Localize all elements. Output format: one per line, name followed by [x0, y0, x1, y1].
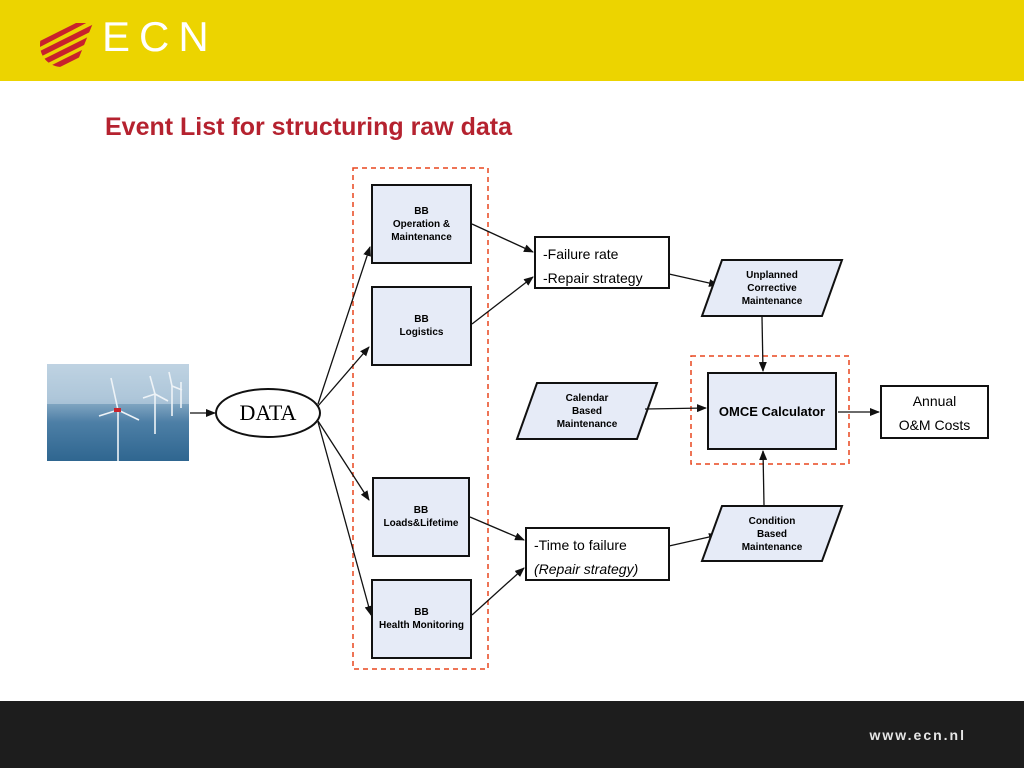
maintenance-label-line: Based: [756, 528, 787, 540]
calendar-based-shape: [515, 382, 659, 440]
maintenance-label-line: Calendar: [565, 392, 609, 404]
bb-label-line: Maintenance: [391, 231, 452, 243]
maintenance-label-line: Maintenance: [741, 541, 803, 553]
calculator-group: [690, 355, 850, 465]
data-node-ellipse: [215, 388, 321, 438]
arrow-data-bb1: [317, 246, 371, 405]
arrow-data-bb4: [317, 421, 373, 616]
annual-om-costs: Annual O&M Costs: [880, 385, 989, 439]
arrow-unplanned-calculator: [758, 316, 767, 372]
info-line: -Repair strategy: [543, 270, 643, 286]
bb-label-line: Health Monitoring: [379, 620, 464, 631]
ecn-logo-mark: [40, 23, 93, 67]
wind-farm-photo: [47, 364, 189, 461]
arrow-bb1-info-top: [471, 223, 534, 253]
condition-based-maintenance: Condition Based Maintenance: [722, 508, 822, 560]
footer-bar: www.ecn.nl: [0, 701, 1024, 768]
arrow-calendar-calculator: [644, 404, 707, 413]
info-line: -Time to failure: [534, 537, 627, 553]
bb-label-line: Logistics: [399, 327, 444, 338]
bb-label-line: Loads&Lifetime: [383, 518, 459, 529]
bb-operation-maintenance: BB Operation & Maintenance: [371, 184, 472, 264]
arrow-info-top-unplanned: [668, 273, 719, 287]
bb-label-line: BB: [414, 314, 429, 325]
maintenance-label-line: Maintenance: [556, 418, 618, 430]
maintenance-label-line: Condition: [748, 515, 796, 527]
arrow-bb3-info-bottom: [469, 516, 525, 541]
bb-label-line: BB: [413, 505, 429, 516]
ecn-logo-text: ECN: [102, 13, 218, 60]
maintenance-label-line: Corrective: [747, 282, 797, 294]
info-box-time-to-failure: -Time to failure (Repair strategy): [525, 527, 670, 581]
omce-calculator: OMCE Calculator: [707, 372, 837, 450]
arrow-bb2-info-top: [471, 276, 534, 325]
bb-health-monitoring: BB Health Monitoring: [371, 579, 472, 659]
condition-based-shape: [700, 505, 844, 562]
unplanned-corrective-shape: [700, 259, 844, 317]
bb-label-line: Operation &: [392, 218, 451, 230]
arrow-data-bb3: [317, 420, 370, 501]
bb-loads-lifetime: BB Loads&Lifetime: [372, 477, 470, 557]
maintenance-label-line: Maintenance: [741, 295, 803, 307]
calendar-based-maintenance: Calendar Based Maintenance: [537, 385, 637, 437]
output-line: Annual: [912, 393, 957, 409]
building-block-group: [352, 167, 489, 670]
arrow-data-bb2: [317, 346, 370, 407]
arrow-condition-calculator: [759, 450, 768, 506]
unplanned-corrective-maintenance: Unplanned Corrective Maintenance: [722, 262, 822, 314]
header-bar: ECN: [0, 0, 1024, 81]
maintenance-label-line: Unplanned: [746, 269, 798, 281]
arrow-bb4-info-bottom: [471, 567, 525, 616]
bb-logistics: BB Logistics: [371, 286, 472, 366]
output-line: O&M Costs: [898, 417, 971, 433]
page-title: Event List for structuring raw data: [105, 113, 513, 141]
footer-url: www.ecn.nl: [869, 727, 966, 743]
bb-label-line: BB: [414, 205, 429, 217]
bb-label-line: BB: [414, 607, 429, 618]
info-line: (Repair strategy): [534, 561, 639, 577]
info-line: -Failure rate: [543, 246, 619, 262]
maintenance-label-line: Based: [571, 405, 602, 417]
data-node: DATA: [239, 400, 297, 425]
info-box-failure-repair: -Failure rate -Repair strategy: [534, 236, 670, 289]
